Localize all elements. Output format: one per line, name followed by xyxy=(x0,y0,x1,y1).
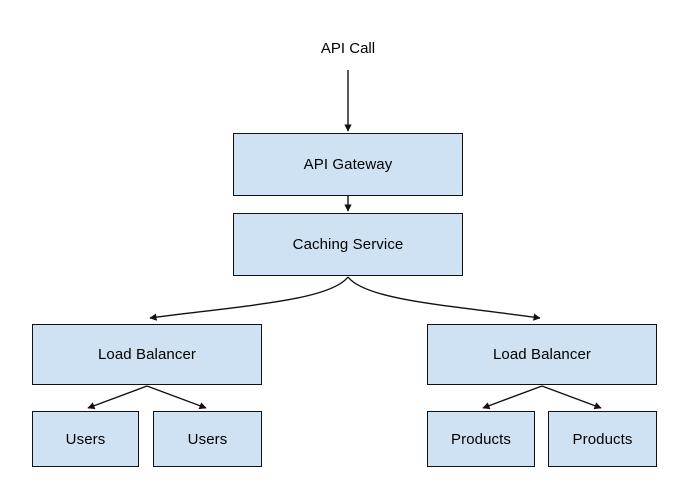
node-users-left[interactable]: Users xyxy=(32,411,139,467)
edge-load-balancer-right-to-products-right xyxy=(541,385,602,410)
node-api-gateway[interactable]: API Gateway xyxy=(233,133,463,196)
node-users-right[interactable]: Users xyxy=(153,411,262,467)
node-products-left[interactable]: Products xyxy=(427,411,535,467)
node-users-left-label: Users xyxy=(65,430,106,448)
node-products-left-label: Products xyxy=(451,430,511,448)
node-users-right-label: Users xyxy=(187,430,228,448)
node-api-gateway-label: API Gateway xyxy=(303,156,393,173)
edge-caching-service-to-load-balancer-left xyxy=(149,276,349,321)
node-load-balancer-right-label: Load Balancer xyxy=(492,346,592,363)
node-caching-service[interactable]: Caching Service xyxy=(233,213,463,276)
edge-caching-service-to-load-balancer-right xyxy=(347,276,541,321)
edge-load-balancer-right-to-products-left xyxy=(482,385,543,410)
edge-load-balancer-left-to-users-left xyxy=(87,385,148,410)
node-caching-service-label: Caching Service xyxy=(292,236,404,253)
node-load-balancer-left-label: Load Balancer xyxy=(97,346,197,363)
node-products-right[interactable]: Products xyxy=(548,411,657,467)
edge-load-balancer-left-to-users-right xyxy=(146,385,207,410)
api-call-label: API Call xyxy=(320,40,376,57)
node-load-balancer-right[interactable]: Load Balancer xyxy=(427,324,657,385)
node-load-balancer-left[interactable]: Load Balancer xyxy=(32,324,262,385)
node-products-right-label: Products xyxy=(572,430,633,448)
